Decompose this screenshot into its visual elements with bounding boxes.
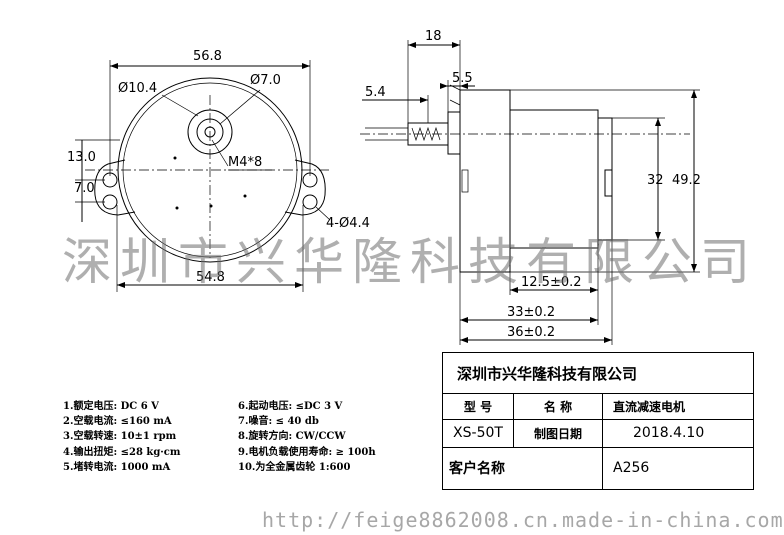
dim-5-5: 5.5	[452, 71, 473, 86]
spec-1: 1.额定电压: DC 6 V	[63, 401, 159, 412]
left-hole-lower	[102, 194, 118, 210]
spec-5: 5.堵转电流: 1000 mA	[63, 462, 171, 473]
value-date: 2018.4.10	[602, 418, 754, 448]
boss-rect	[447, 111, 461, 155]
value-customer: A256	[602, 446, 754, 490]
motor-body-circle	[117, 77, 303, 263]
spec-10: 10.为全金属齿轮 1:600	[238, 462, 351, 473]
dim-18: 18	[425, 29, 442, 44]
front-view: 56.8 Ø10.4 Ø7.0 M4*8 13.0 7.0 4-Ø4.4 54.…	[67, 49, 370, 292]
dim-32: 32	[647, 173, 664, 188]
dim-shaft-diameter: Ø7.0	[250, 73, 281, 88]
right-mounting-ear	[284, 159, 326, 216]
label-name: 名 称	[513, 393, 603, 420]
dim-width-bottom: 54.8	[196, 270, 225, 285]
dim-height-7: 7.0	[74, 181, 95, 196]
spec-8: 8.旋转方向: CW/CCW	[238, 431, 346, 442]
dim-33: 33±0.2	[507, 305, 555, 320]
title-company: 深圳市兴华隆科技有限公司	[442, 351, 754, 395]
spec-3: 3.空载转速: 10±1 rpm	[63, 431, 177, 442]
spec-9: 9.电机负载使用寿命: ≥ 100h	[238, 447, 376, 458]
side-view: 18 5.5 5.4 32 49.2 12.5±0.2	[360, 29, 701, 345]
label-date: 制图日期	[513, 418, 603, 448]
spec-6: 6.起动电压: ≤DC 3 V	[238, 401, 343, 412]
title-block: 深圳市兴华隆科技有限公司 型 号 名 称 直流减速电机 XS-50T 制图日期 …	[442, 351, 754, 490]
value-name: 直流减速电机	[602, 393, 754, 420]
dim-bore-diameter: Ø10.4	[118, 81, 157, 96]
spec-2: 2.空载电流: ≤160 mA	[63, 416, 172, 427]
technical-drawing: 56.8 Ø10.4 Ø7.0 M4*8 13.0 7.0 4-Ø4.4 54.…	[67, 29, 701, 345]
footer-url-watermark: http://feige8862008.cn.made-in-china.com	[262, 508, 784, 532]
dim-12-5: 12.5±0.2	[521, 275, 582, 290]
company-watermark: 深圳市兴华隆科技有限公司	[62, 233, 758, 291]
dim-thread: M4*8	[228, 155, 262, 170]
dim-49-2: 49.2	[672, 173, 701, 188]
left-mounting-ear	[94, 159, 136, 216]
dim-36: 36±0.2	[507, 325, 555, 340]
right-hole-lower	[302, 194, 318, 210]
dim-holes: 4-Ø4.4	[326, 216, 370, 231]
dim-height-13: 13.0	[67, 150, 96, 165]
dim-5-4: 5.4	[365, 85, 386, 100]
value-model: XS-50T	[442, 418, 514, 448]
dim-width-top: 56.8	[193, 49, 222, 64]
spec-7: 7.噪音: ≤ 40 db	[238, 416, 319, 427]
spec-4: 4.输出扭矩: ≤28 kg·cm	[63, 447, 181, 458]
label-model: 型 号	[442, 393, 514, 420]
bore-circle	[187, 109, 233, 155]
shaft-circle	[196, 118, 224, 146]
label-customer: 客户名称	[442, 446, 603, 490]
